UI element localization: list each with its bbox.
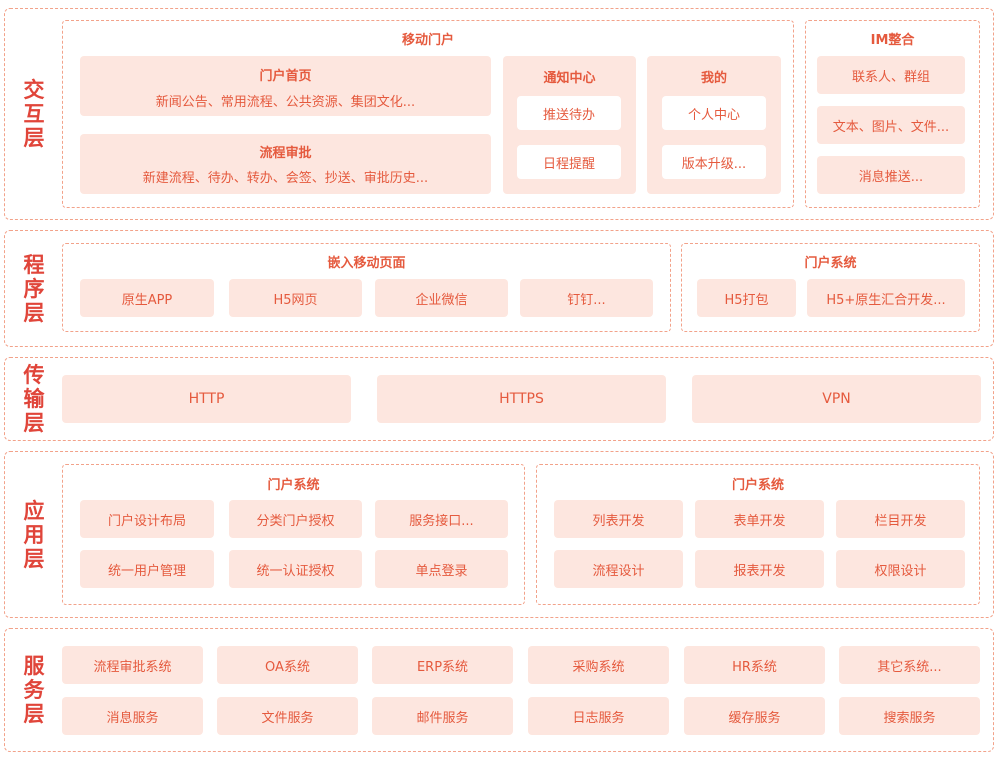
log-service-box[interactable]: 日志服务 <box>528 697 669 735</box>
portal-home-desc: 新闻公告、常用流程、公共资源、集团文化... <box>155 95 416 110</box>
message-service-box[interactable]: 消息服务 <box>62 697 203 735</box>
embedded-mobile-group: 嵌入移动页面 <box>62 243 671 332</box>
personal-center-button[interactable]: 个人中心 <box>662 96 766 130</box>
h5-webpage-box[interactable]: H5网页 <box>229 279 362 317</box>
im-group: IM整合 <box>805 20 980 208</box>
portal-layout-design-box[interactable]: 门户设计布局 <box>80 500 214 538</box>
dingtalk-box[interactable]: 钉钉... <box>520 279 653 317</box>
service-layer <box>4 628 994 752</box>
erp-system-box[interactable]: ERP系统 <box>372 646 513 684</box>
mine-title: 我的 <box>700 71 727 86</box>
permission-design-box[interactable]: 权限设计 <box>836 550 965 588</box>
program-layer <box>4 230 994 347</box>
mobile-portal-group: 移动门户 <box>62 20 794 208</box>
process-approval-desc: 新建流程、待办、转办、会签、抄送、审批历史... <box>142 171 429 186</box>
process-approval-title: 流程审批 <box>259 146 312 161</box>
native-app-box[interactable]: 原生APP <box>80 279 214 317</box>
embedded-mobile-title: 嵌入移动页面 <box>327 256 406 271</box>
approval-system-box[interactable]: 流程审批系统 <box>62 646 203 684</box>
list-dev-box[interactable]: 列表开发 <box>554 500 683 538</box>
file-service-box[interactable]: 文件服务 <box>217 697 358 735</box>
cache-service-box[interactable]: 缓存服务 <box>684 697 825 735</box>
notification-center-title: 通知中心 <box>543 71 596 86</box>
search-service-box[interactable]: 搜索服务 <box>839 697 980 735</box>
vpn-box[interactable]: VPN <box>692 375 981 423</box>
column-dev-box[interactable]: 栏目开发 <box>836 500 965 538</box>
portal-home-panel[interactable]: 门户首页 新闻公告、常用流程、公共资源、集团文化... <box>80 56 491 116</box>
process-approval-panel[interactable]: 流程审批 新建流程、待办、转办、会签、抄送、审批历史... <box>80 134 491 194</box>
app-portal-system-right-group: 门户系统 <box>536 464 980 605</box>
unified-auth-box[interactable]: 统一认证授权 <box>229 550 362 588</box>
hr-system-box[interactable]: HR系统 <box>684 646 825 684</box>
transport-layer-label: 传输层 <box>23 363 45 435</box>
push-todo-button[interactable]: 推送待办 <box>517 96 621 130</box>
oa-system-box[interactable]: OA系统 <box>217 646 358 684</box>
service-layer-label: 服务层 <box>23 654 45 726</box>
mobile-portal-title: 移动门户 <box>401 33 454 48</box>
im-contacts-box[interactable]: 联系人、群组 <box>817 56 965 94</box>
procurement-system-box[interactable]: 采购系统 <box>528 646 669 684</box>
application-layer-label: 应用层 <box>23 498 45 571</box>
app-portal-system-right-title: 门户系统 <box>731 478 784 493</box>
process-design-box[interactable]: 流程设计 <box>554 550 683 588</box>
program-portal-system-group: 门户系统 <box>681 243 980 332</box>
mail-service-box[interactable]: 邮件服务 <box>372 697 513 735</box>
form-dev-box[interactable]: 表单开发 <box>695 500 824 538</box>
category-portal-auth-box[interactable]: 分类门户授权 <box>229 500 362 538</box>
other-systems-box[interactable]: 其它系统... <box>839 646 980 684</box>
interaction-layer <box>4 8 994 220</box>
app-portal-system-left-title: 门户系统 <box>267 478 320 493</box>
h5-native-hybrid-box[interactable]: H5+原生汇合开发... <box>807 279 965 317</box>
report-dev-box[interactable]: 报表开发 <box>695 550 824 588</box>
http-box[interactable]: HTTP <box>62 375 351 423</box>
version-upgrade-button[interactable]: 版本升级... <box>662 145 766 179</box>
h5-packaging-box[interactable]: H5打包 <box>697 279 796 317</box>
app-portal-system-left-group: 门户系统 <box>62 464 525 605</box>
unified-user-mgmt-box[interactable]: 统一用户管理 <box>80 550 214 588</box>
transport-layer <box>4 357 994 441</box>
im-title: IM整合 <box>870 33 915 48</box>
im-media-box[interactable]: 文本、图片、文件... <box>817 106 965 144</box>
im-push-box[interactable]: 消息推送... <box>817 156 965 194</box>
https-box[interactable]: HTTPS <box>377 375 666 423</box>
sso-box[interactable]: 单点登录 <box>375 550 508 588</box>
interaction-layer-label: 交互层 <box>23 78 45 150</box>
program-portal-system-title: 门户系统 <box>804 256 857 271</box>
program-layer-label: 程序层 <box>23 252 45 325</box>
wecom-box[interactable]: 企业微信 <box>375 279 508 317</box>
application-layer <box>4 451 994 618</box>
service-interface-box[interactable]: 服务接口... <box>375 500 508 538</box>
schedule-reminder-button[interactable]: 日程提醒 <box>517 145 621 179</box>
portal-home-title: 门户首页 <box>259 69 312 84</box>
